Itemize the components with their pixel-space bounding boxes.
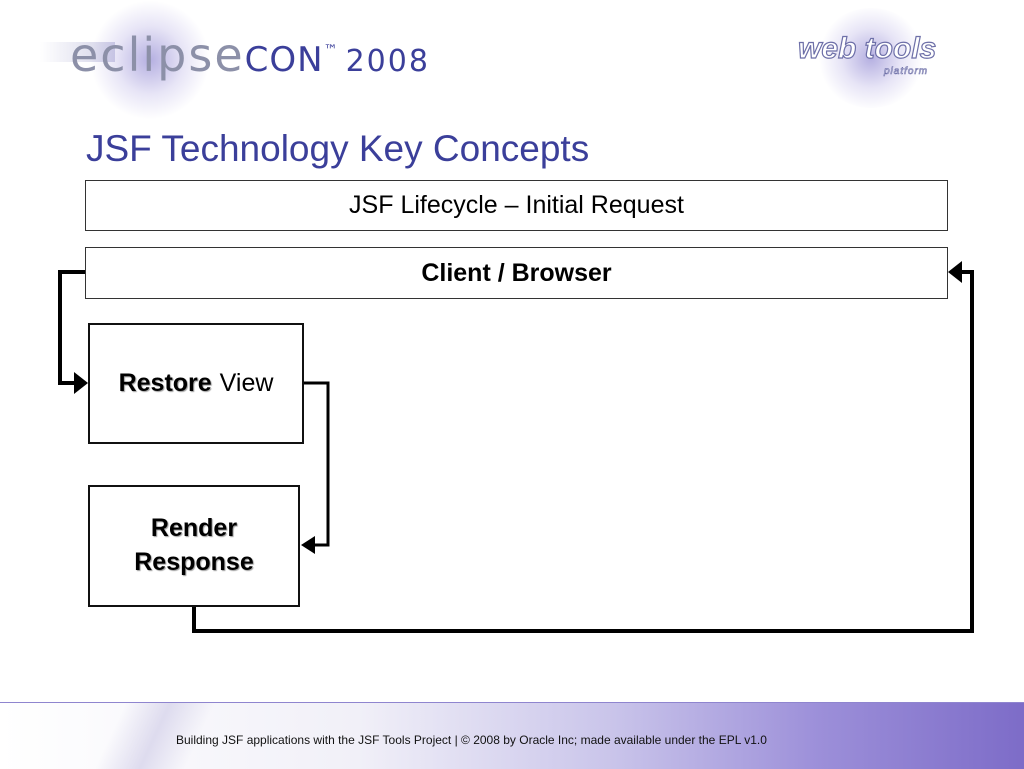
flow-connectors [58, 261, 974, 633]
render-arrowhead-icon [301, 536, 315, 554]
client-browser-label: Client / Browser [421, 258, 612, 287]
restore-label: Restore [118, 369, 212, 397]
eclipsecon-logo: eclipseCON™ 2008 [30, 0, 428, 120]
eclipse-word: eclipse [70, 28, 245, 82]
trademark-sign: ™ [323, 42, 340, 59]
slide-footer: Building JSF applications with the JSF T… [0, 702, 1024, 769]
slide-title: JSF Technology Key Concepts [86, 128, 590, 169]
render-response-box: Render Response [88, 485, 300, 607]
webtools-logo: web tools platform [776, 8, 951, 108]
logo-year: 2008 [345, 44, 430, 79]
render-to-client-connector [192, 270, 974, 633]
response-label: Response [134, 548, 254, 576]
view-label: View [219, 369, 274, 397]
webtools-wordmark: web tools [797, 31, 937, 65]
client-arrowhead-icon [948, 261, 962, 283]
eclipsecon-wordmark: eclipseCON™ 2008 [70, 28, 430, 82]
con-word: CON [244, 40, 324, 80]
logo-glow [90, 0, 210, 120]
lifecycle-subtitle: JSF Lifecycle – Initial Request [349, 191, 684, 219]
restore-arrowhead-icon [74, 372, 88, 394]
logo-glow [816, 8, 926, 108]
restore-to-render-connector [304, 381, 330, 547]
render-label: Render [150, 514, 238, 543]
client-browser-box: Client / Browser [85, 247, 948, 299]
webtools-subtitle: platform [884, 66, 929, 78]
client-to-restore-connector [58, 270, 85, 385]
footer-text: Building JSF applications with the JSF T… [176, 733, 767, 747]
lifecycle-subtitle-box: JSF Lifecycle – Initial Request [85, 180, 948, 231]
